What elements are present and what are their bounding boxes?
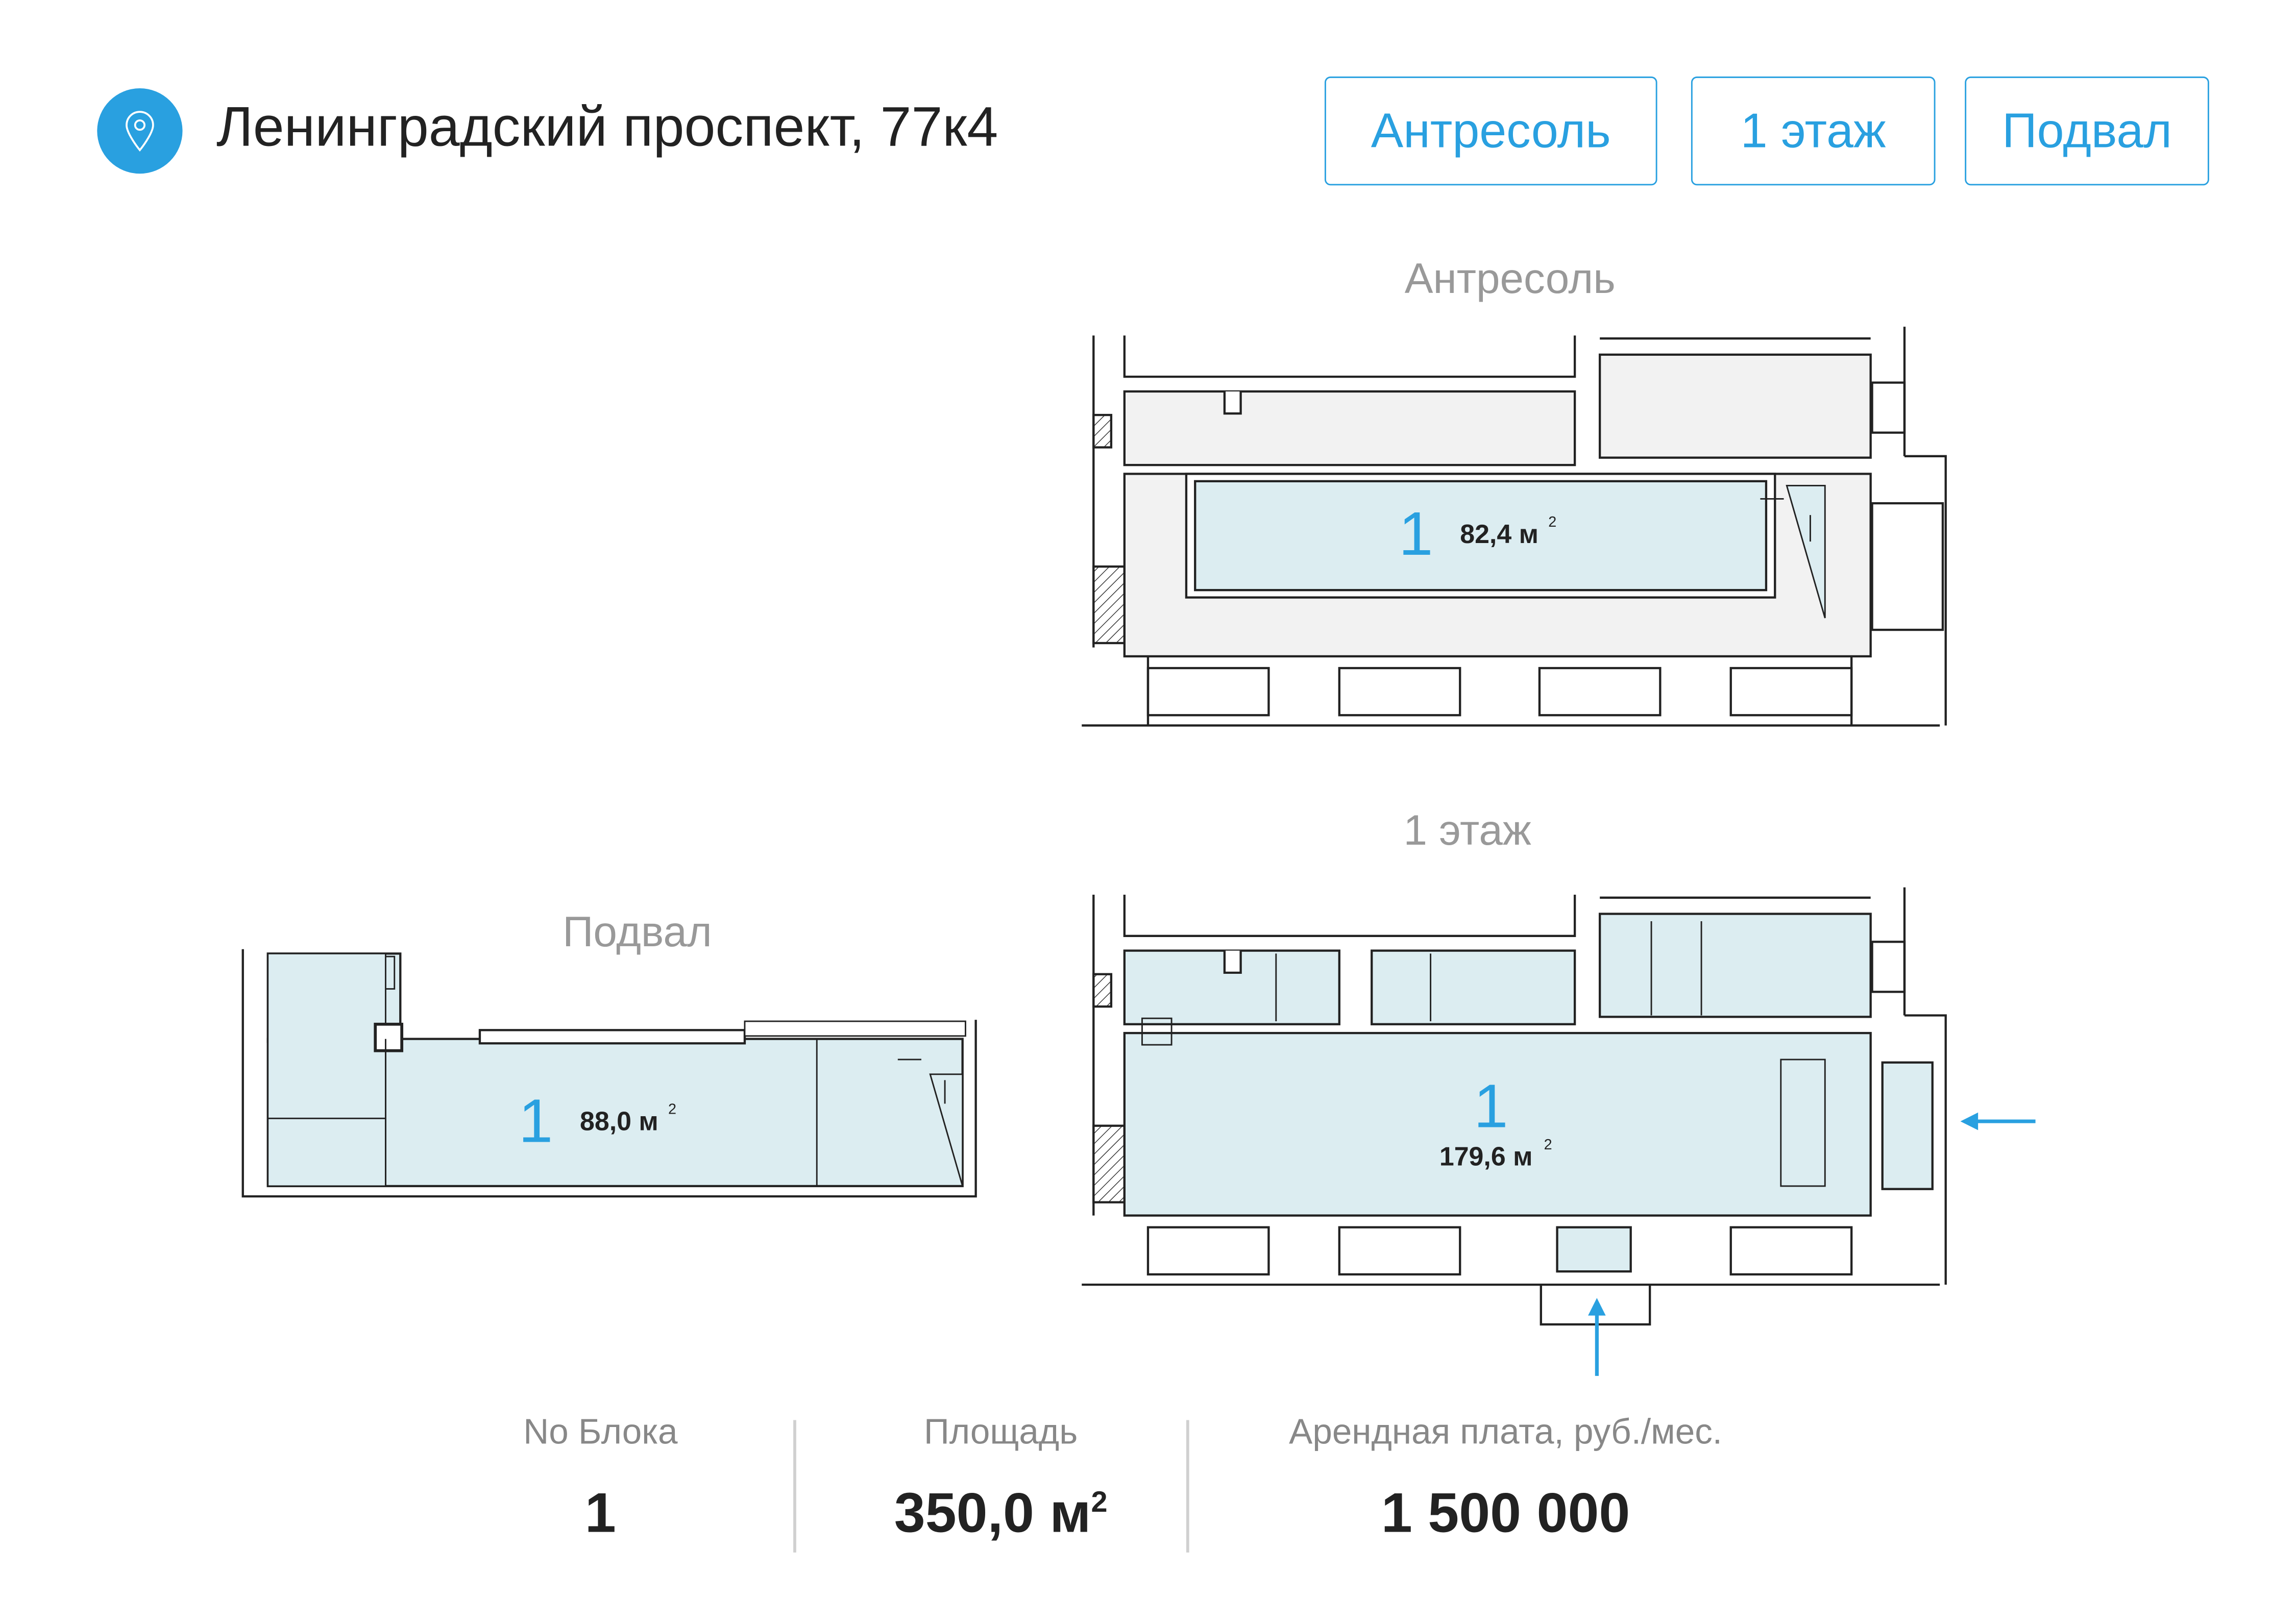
map-pin-icon <box>97 88 183 174</box>
stat-label: No Блока <box>523 1412 678 1453</box>
floor-button-mezzanine[interactable]: Антресоль <box>1324 76 1657 186</box>
basement-block-number: 1 <box>519 1086 553 1155</box>
first-floor-block-1[interactable] <box>1123 1031 1872 1217</box>
basement-area-sup: 2 <box>668 1101 676 1118</box>
first-floor-area: 179,6 м <box>1439 1142 1533 1171</box>
stat-label: Площадь <box>924 1412 1078 1453</box>
stat-area: Площадь 350,0 м2 <box>894 1413 1108 1546</box>
stat-value: 1 <box>584 1483 616 1545</box>
mezzanine-area: 82,4 м <box>1460 519 1538 549</box>
basement-plan-title: Подвал <box>563 909 712 957</box>
area-value: 350,0 м <box>894 1483 1091 1545</box>
mezzanine-block-1[interactable] <box>1194 480 1768 592</box>
stat-value: 1 500 000 <box>1381 1483 1630 1545</box>
floor-button-first-floor[interactable]: 1 этаж <box>1691 76 1936 186</box>
first-floor-area-sup: 2 <box>1544 1137 1552 1153</box>
mezzanine-plan <box>1082 327 1947 727</box>
mezzanine-block-number: 1 <box>1399 499 1433 568</box>
stat-value: 350,0 м2 <box>894 1483 1108 1546</box>
first-floor-block-number: 1 <box>1474 1071 1508 1141</box>
basement-area: 88,0 м <box>580 1106 658 1136</box>
divider <box>1186 1420 1189 1553</box>
floor-button-basement[interactable]: Подвал <box>1965 76 2209 186</box>
stat-block-number: No Блока 1 <box>523 1413 677 1546</box>
divider <box>793 1420 796 1553</box>
stat-rent: Арендная плата, руб./мес. 1 500 000 <box>1289 1413 1722 1546</box>
address-title: Ленинградский проспект, 77к4 <box>216 97 998 159</box>
first-floor-plan <box>1082 887 1947 1326</box>
basement-plan <box>241 949 977 1198</box>
first-floor-plan-title: 1 этаж <box>1403 807 1531 855</box>
area-sup: 2 <box>1091 1487 1108 1519</box>
mezzanine-area-sup: 2 <box>1548 514 1556 530</box>
mezzanine-plan-title: Антресоль <box>1404 256 1616 303</box>
stat-label: Арендная плата, руб./мес. <box>1289 1412 1723 1453</box>
